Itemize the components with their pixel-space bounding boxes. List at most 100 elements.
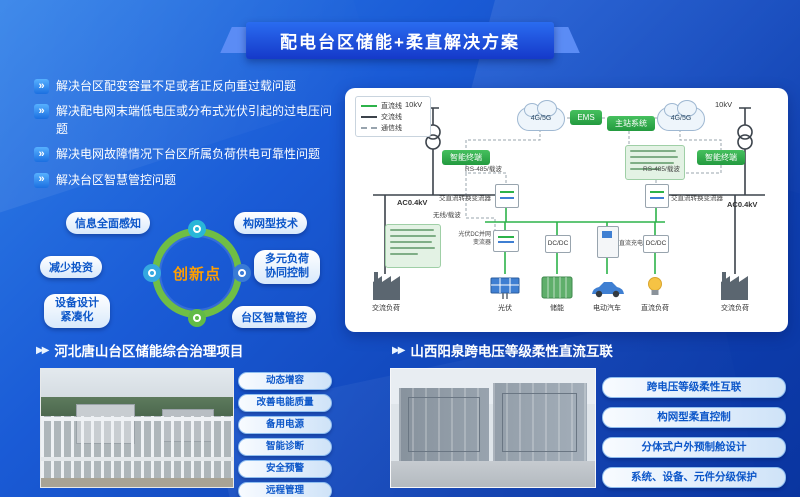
feature-pill: 构网型柔直控制 bbox=[602, 407, 786, 428]
diagram-legend: 直流线 交流线 通信线 bbox=[355, 96, 431, 137]
dcdc-box: DC/DC bbox=[643, 235, 669, 253]
note-text-line bbox=[630, 156, 678, 158]
note-text-line bbox=[630, 150, 676, 152]
photo-cabin-door bbox=[408, 396, 480, 453]
innovation-node-icon bbox=[188, 309, 206, 327]
note-text-line bbox=[390, 253, 418, 255]
innovation-node-icon bbox=[233, 264, 251, 282]
converter-box-left bbox=[495, 184, 519, 208]
cloud-label: 4G/5G bbox=[530, 115, 552, 122]
case-left-title: ▶▶ 河北唐山台区储能综合治理项目 bbox=[36, 340, 243, 360]
battery-container-icon bbox=[541, 276, 573, 299]
load-label: 储能 bbox=[550, 305, 564, 312]
feature-pill: 跨电压等级柔性互联 bbox=[602, 377, 786, 398]
case-right-features: 跨电压等级柔性互联 构网型柔直控制 分体式户外预制舱设计 系统、设备、元件分级保… bbox=[602, 377, 786, 497]
problem-text: 解决电网故障情况下台区所属负荷供电可靠性问题 bbox=[56, 147, 321, 162]
dcdc-box: DC/DC bbox=[545, 235, 571, 253]
legend-item: 直流线 bbox=[361, 100, 425, 111]
load-label: 光伏 bbox=[498, 305, 512, 312]
innovation-center-label: 创新点 bbox=[172, 265, 221, 283]
load-label: 电动汽车 bbox=[593, 305, 621, 312]
innovation-pill: 构网型技术 bbox=[234, 212, 307, 234]
feature-pill: 安全预警 bbox=[238, 460, 332, 478]
project-photo-right bbox=[390, 368, 596, 488]
title-banner: 配电台区储能+柔直解决方案 bbox=[220, 22, 580, 59]
case-right-title: ▶▶ 山西阳泉跨电压等级柔性直流互联 bbox=[392, 340, 613, 360]
cloud-label: 4G/5G bbox=[670, 115, 692, 122]
problem-item: » 解决配电网末端低电压或分布式光伏引起的过电压问题 bbox=[34, 103, 342, 138]
transformer-icon bbox=[737, 124, 753, 150]
note-text-line bbox=[390, 235, 436, 237]
ev-car-icon bbox=[592, 282, 624, 298]
innovation-pill: 设备设计紧凑化 bbox=[44, 294, 110, 328]
problem-item: » 解决台区智慧管控问题 bbox=[34, 172, 342, 189]
photo-ground bbox=[41, 477, 233, 487]
problem-text: 解决台区智慧管控问题 bbox=[56, 172, 177, 187]
factory-icon bbox=[373, 272, 400, 300]
dc-charger-box bbox=[597, 226, 619, 258]
case-title-text: 山西阳泉跨电压等级柔性直流互联 bbox=[410, 344, 613, 359]
note-text-line bbox=[390, 229, 434, 231]
innovation-pill: 信息全面感知 bbox=[66, 212, 150, 234]
note-text-line bbox=[630, 168, 660, 170]
problem-text: 解决台区配变容量不足或者正反向重过载问题 bbox=[56, 79, 297, 93]
load-label: 交流负荷 bbox=[372, 305, 400, 312]
terminal-box-right: 智能终端 bbox=[697, 150, 745, 165]
page-title: 配电台区储能+柔直解决方案 bbox=[246, 22, 554, 59]
double-chevron-icon: » bbox=[34, 147, 49, 163]
legend-item: 交流线 bbox=[361, 111, 425, 122]
bus-label-left: AC0.4kV bbox=[397, 198, 428, 207]
section-marker-icon: ▶▶ bbox=[392, 344, 405, 356]
photo-cabin-door bbox=[502, 392, 578, 452]
dc-lines bbox=[485, 206, 665, 274]
case-title-text: 河北唐山台区储能综合治理项目 bbox=[54, 344, 244, 359]
photo-fence-rail bbox=[41, 416, 233, 421]
photo-fence-rail bbox=[41, 457, 233, 462]
innovation-diagram: 创新点 信息全面感知 构网型技术 减少投资 多元负荷协同控制 设备设计紧凑化 台… bbox=[40, 210, 340, 338]
case-left-features: 动态增容 改善电能质量 备用电源 智能诊断 安全预警 远程管理 bbox=[238, 372, 332, 497]
innovation-pill: 台区智慧管控 bbox=[232, 306, 316, 328]
note-text-line bbox=[390, 241, 432, 243]
innovation-node-icon bbox=[143, 264, 161, 282]
comm-line-sample bbox=[361, 126, 377, 129]
innovation-pill: 减少投资 bbox=[40, 256, 102, 278]
solar-panel-icon bbox=[490, 277, 520, 299]
system-diagram-panel: 直流线 交流线 通信线 10kV 10kV 4G/5G 4G/5G EMS 主站… bbox=[345, 88, 788, 332]
feature-pill: 备用电源 bbox=[238, 416, 332, 434]
photo-ground bbox=[391, 461, 595, 487]
note-box-mid bbox=[385, 224, 441, 268]
converter-label-left: 交直流转换变流器 bbox=[439, 195, 491, 202]
note-box-right bbox=[625, 145, 685, 180]
problem-item: » 解决台区配变容量不足或者正反向重过载问题 bbox=[34, 78, 342, 95]
legend-label: 交流线 bbox=[381, 113, 402, 121]
dc-charger-label: 直流充电桩 bbox=[619, 241, 650, 247]
double-chevron-icon: » bbox=[34, 172, 49, 188]
section-marker-icon: ▶▶ bbox=[36, 344, 49, 356]
bus-label-right: AC0.4kV bbox=[727, 200, 758, 209]
feature-pill: 远程管理 bbox=[238, 482, 332, 497]
note-text-line bbox=[390, 247, 435, 249]
feature-pill: 动态增容 bbox=[238, 372, 332, 390]
photo-container-cabin bbox=[493, 383, 587, 462]
load-label: 交流负荷 bbox=[721, 305, 749, 312]
problem-item: » 解决电网故障情况下台区所属负荷供电可靠性问题 bbox=[34, 146, 342, 163]
feature-pill: 系统、设备、元件分级保护 bbox=[602, 467, 786, 488]
feature-pill: 智能诊断 bbox=[238, 438, 332, 456]
voltage-label-left: 10kV bbox=[405, 100, 423, 109]
project-photo-left bbox=[40, 368, 234, 488]
voltage-label-right: 10kV bbox=[715, 100, 733, 109]
wireless-label: 无线/载波 bbox=[433, 212, 461, 219]
innovation-node-icon bbox=[188, 220, 206, 238]
feature-pill: 改善电能质量 bbox=[238, 394, 332, 412]
problem-text: 解决配电网末端低电压或分布式光伏引起的过电压问题 bbox=[56, 104, 333, 136]
feature-pill: 分体式户外预制舱设计 bbox=[602, 437, 786, 458]
photo-fence bbox=[41, 416, 233, 478]
link-label-left: RS-485/载波 bbox=[465, 166, 502, 173]
legend-label: 通信线 bbox=[381, 124, 402, 132]
ac-line-sample bbox=[361, 115, 377, 118]
cloud-icon-left: 4G/5G bbox=[517, 100, 565, 131]
double-chevron-icon: » bbox=[34, 79, 49, 94]
legend-label: 直流线 bbox=[381, 102, 402, 110]
master-station-box: 主站系统 bbox=[607, 116, 655, 131]
pv-converter-box bbox=[493, 230, 519, 252]
